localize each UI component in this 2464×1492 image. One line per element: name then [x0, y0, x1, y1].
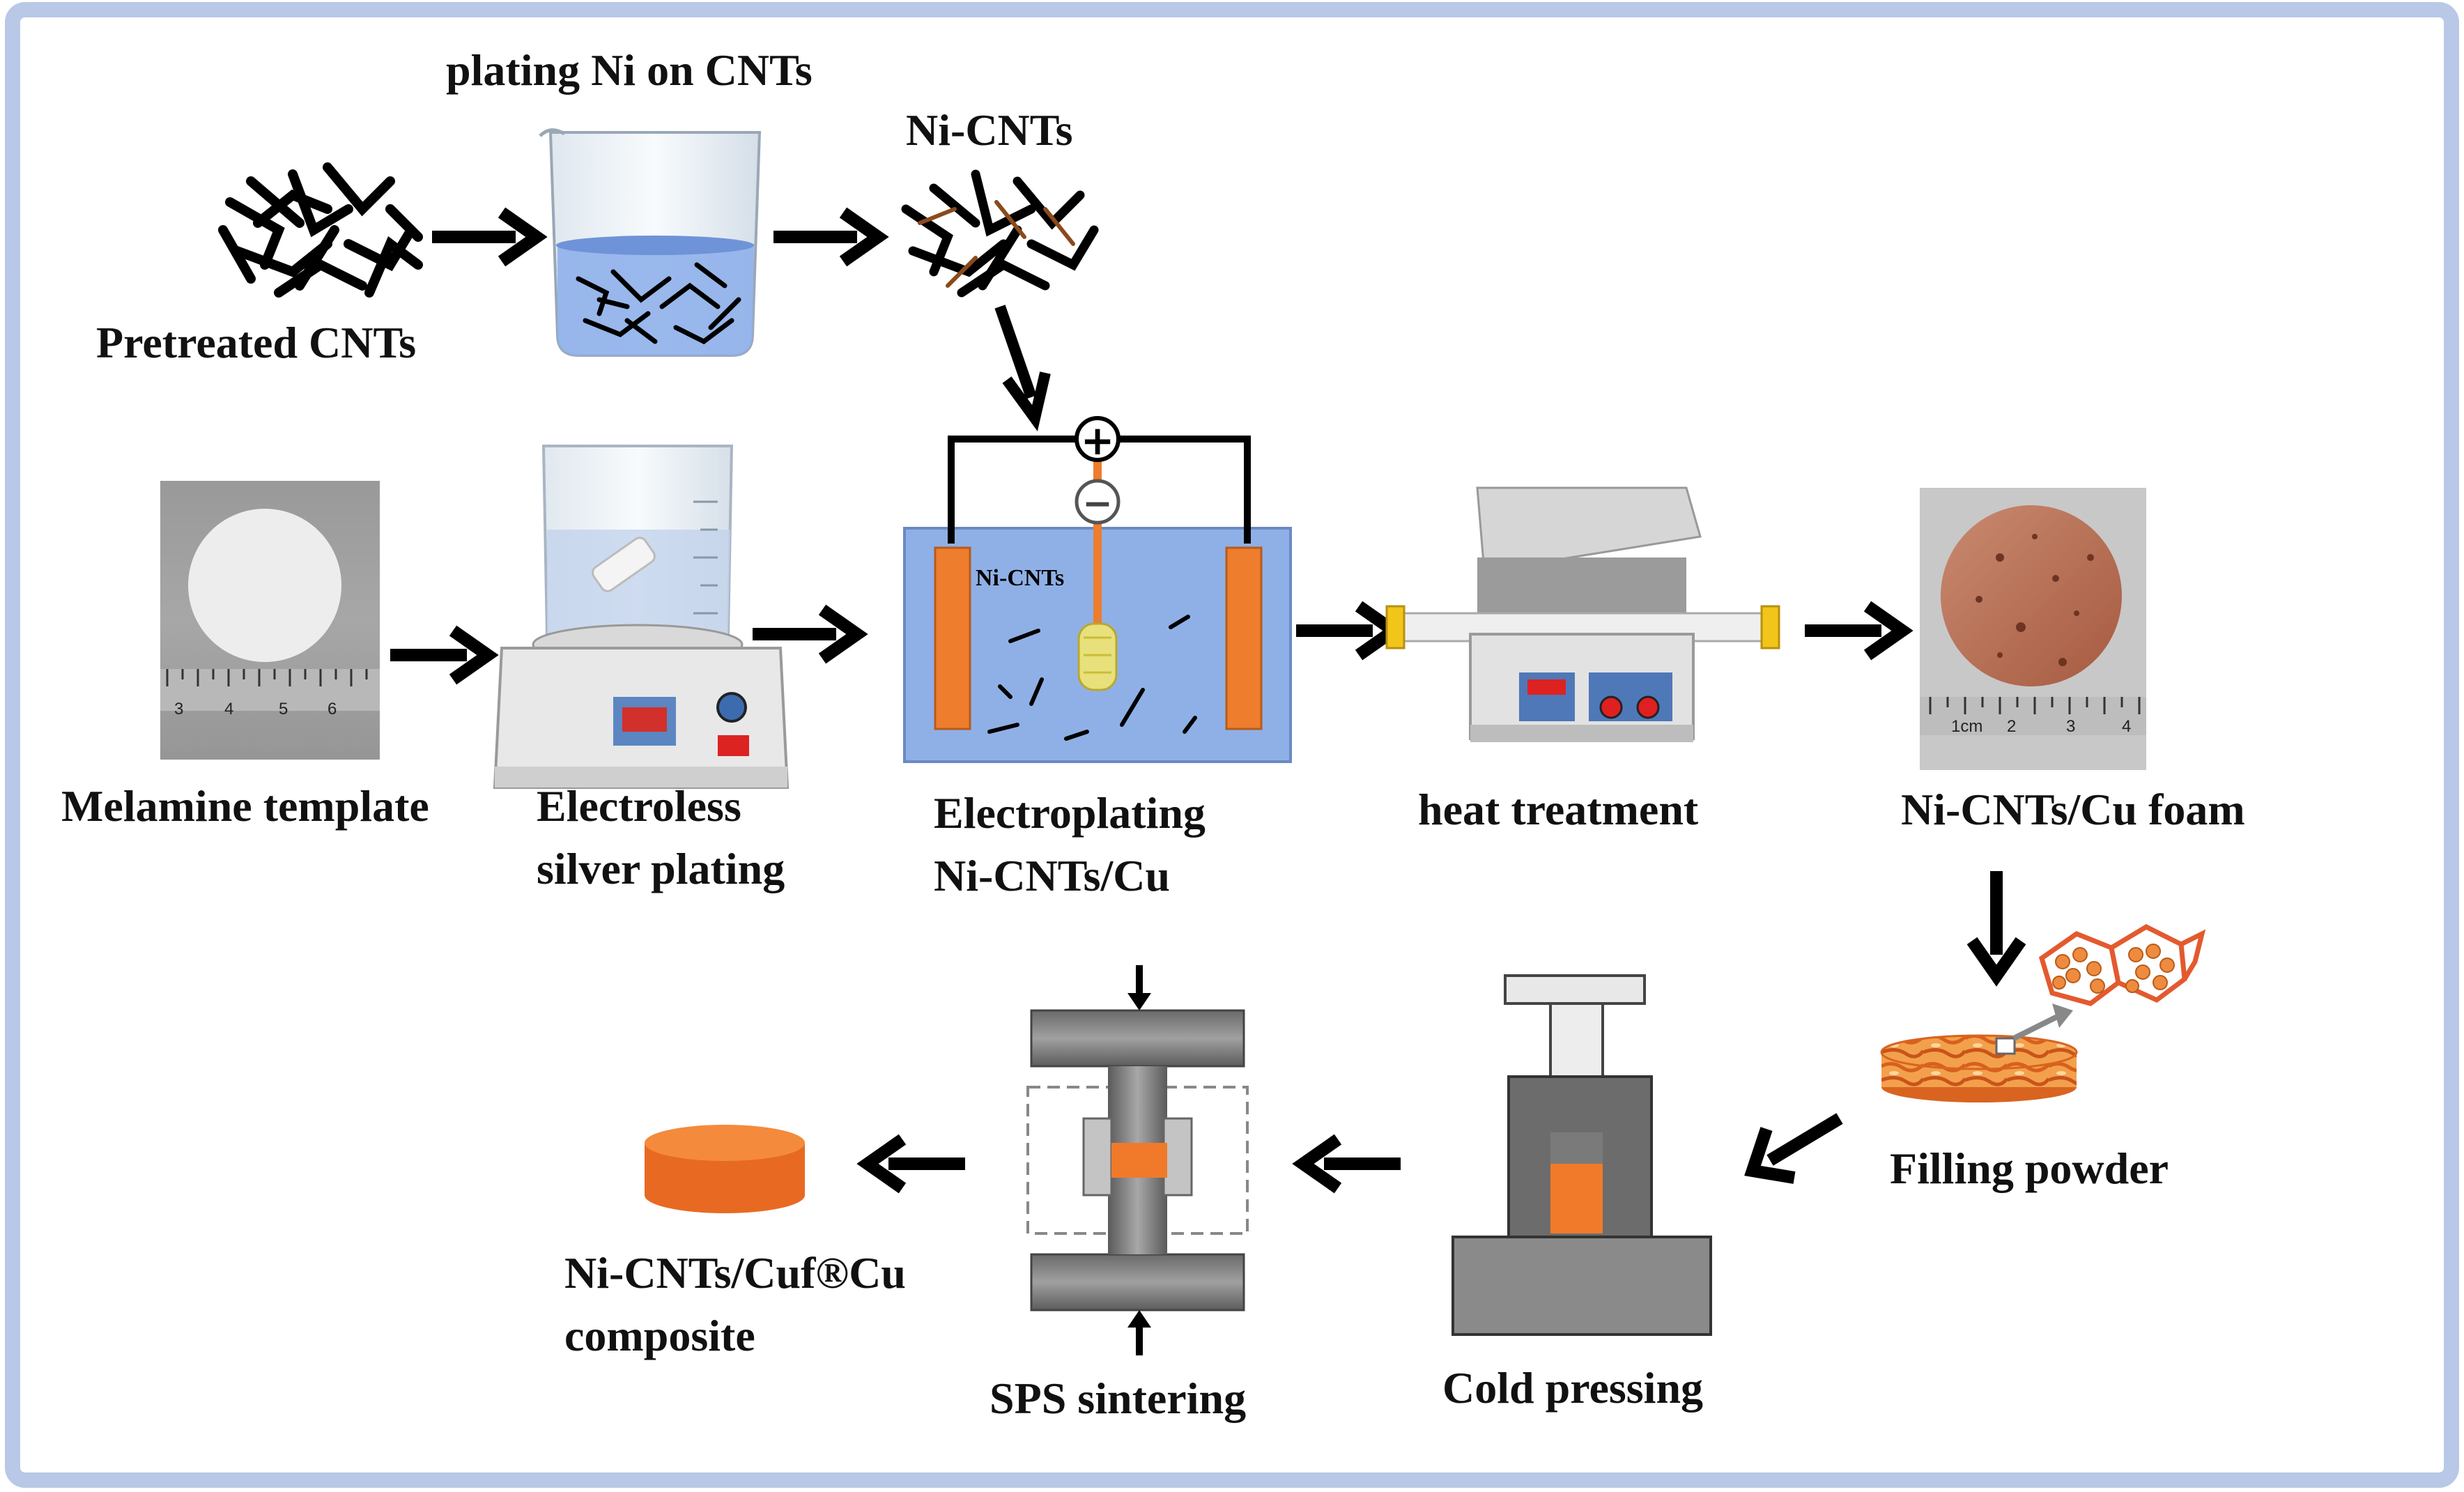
- arrow-right-6: [1805, 601, 1914, 661]
- arrow-down-to-bath: [994, 305, 1051, 431]
- anode-left: [934, 546, 971, 730]
- ni-cnts-icon: [901, 169, 1099, 298]
- label-cold-pressing: Cold pressing: [1442, 1363, 1704, 1413]
- arrow-left-2: [856, 1134, 965, 1194]
- positive-sign: +: [1081, 417, 1115, 464]
- arrow-down-from-foam: [1966, 871, 2026, 987]
- cold-press-icon: [1452, 974, 1712, 1336]
- sps-sintering-icon: [1026, 965, 1249, 1355]
- label-composite-1: Ni-CNTs/Cuf®Cu: [564, 1248, 906, 1298]
- label-heat-treatment: heat treatment: [1418, 785, 1699, 834]
- label-electroplating-1: Electroplating: [934, 788, 1206, 838]
- label-composite-2: composite: [564, 1311, 755, 1360]
- ruler-foam-label: 3: [2066, 717, 2075, 736]
- ruler-melamine-label: 3: [174, 700, 183, 718]
- label-electroless-2: silver plating: [537, 844, 785, 893]
- tube-furnace-icon: [1385, 486, 1780, 742]
- arrow-right-3: [390, 625, 499, 685]
- composite-disc: [645, 1125, 805, 1213]
- label-melamine-template: Melamine template: [61, 781, 429, 831]
- filled-foam-disc: [1880, 1003, 2078, 1102]
- label-plating-ni: plating Ni on CNTs: [446, 45, 813, 95]
- arrow-right-4: [753, 604, 868, 664]
- arrow-right-2: [773, 207, 889, 267]
- negative-terminal: [1075, 479, 1121, 525]
- anode-right: [1225, 546, 1263, 730]
- ruler-foam-label: 2: [2007, 717, 2016, 736]
- arrow-right-1: [432, 207, 548, 267]
- arrow-left-1: [1292, 1134, 1401, 1194]
- pretreated-cnts-icon: [218, 162, 423, 298]
- bath-ni-cnts-label: Ni-CNTs: [976, 565, 1064, 591]
- arrow-to-cold-press: [1744, 1113, 1843, 1184]
- ruler-foam-label: 4: [2122, 717, 2131, 736]
- ruler-melamine-label: 5: [279, 700, 288, 718]
- label-ni-cnts-top: Ni-CNTs: [906, 105, 1073, 155]
- electroplating-bath: [903, 416, 1292, 763]
- magnetic-stirrer-icon: [493, 445, 790, 789]
- ruler-melamine-label: 6: [328, 700, 337, 718]
- label-pretreated-cnts: Pretreated CNTs: [96, 318, 417, 367]
- ruler-foam-label: 1cm: [1951, 717, 1982, 736]
- label-electroless-1: Electroless: [537, 781, 741, 831]
- label-sps-sintering: SPS sintering: [990, 1374, 1247, 1423]
- label-cu-foam: Ni-CNTs/Cu foam: [1901, 785, 2245, 834]
- label-electroplating-2: Ni-CNTs/Cu: [934, 851, 1171, 900]
- cu-foam-photo: [1920, 488, 2146, 770]
- positive-terminal: [1075, 416, 1121, 462]
- cathode-foam: [1077, 622, 1118, 691]
- ruler-melamine-label: 4: [224, 700, 233, 718]
- melamine-template-photo: [160, 481, 380, 760]
- pore-cell-zoom: [2038, 924, 2206, 1006]
- label-filling-powder: Filling powder: [1890, 1144, 2169, 1193]
- negative-sign: −: [1082, 483, 1113, 525]
- plating-beaker-icon: [539, 128, 762, 357]
